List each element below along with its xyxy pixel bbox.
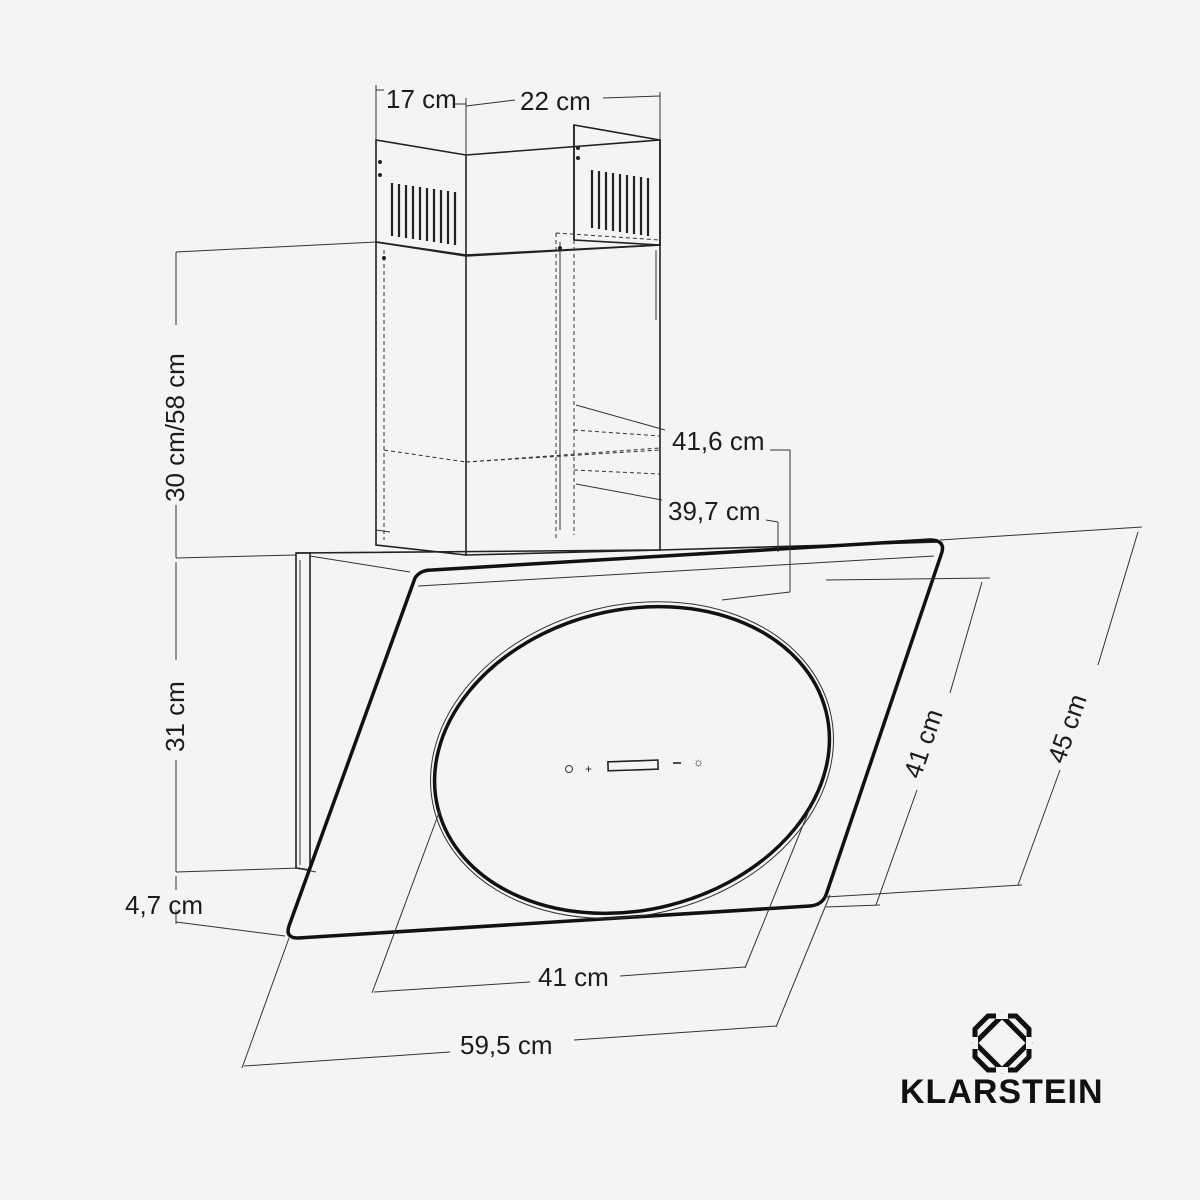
total-width-label: 59,5 cm xyxy=(460,1030,553,1060)
inner-depth-label: 39,7 cm xyxy=(668,496,761,526)
brand-name: KLARSTEIN xyxy=(900,1073,1104,1111)
chimney-depth-label: 17 cm xyxy=(386,84,457,114)
chimney-width-label: 22 cm xyxy=(520,86,591,116)
plus-icon: + xyxy=(585,762,592,776)
glass-panel xyxy=(286,538,945,940)
circular-panel xyxy=(432,604,832,916)
power-icon xyxy=(565,765,573,773)
light-icon: ☼ xyxy=(693,755,704,769)
panel-width-label: 41 cm xyxy=(538,962,609,992)
panel-height-label: 41 cm xyxy=(897,705,948,782)
chimney xyxy=(375,124,661,556)
control-panel: + ☼ xyxy=(565,755,704,776)
body-height-label: 31 cm xyxy=(160,681,190,752)
display-window xyxy=(607,759,659,772)
outer-depth-label: 41,6 cm xyxy=(672,426,765,456)
right-vent xyxy=(590,170,650,236)
klarstein-logo-icon xyxy=(971,1012,1033,1074)
glass-height-label: 45 cm xyxy=(1041,690,1092,767)
hood-body: + ☼ xyxy=(286,538,945,940)
bottom-height-label: 4,7 cm xyxy=(125,890,203,920)
dimension-lines xyxy=(175,85,1143,1069)
left-vent xyxy=(390,183,457,245)
chimney-height-label: 30 cm/58 cm xyxy=(160,353,190,502)
